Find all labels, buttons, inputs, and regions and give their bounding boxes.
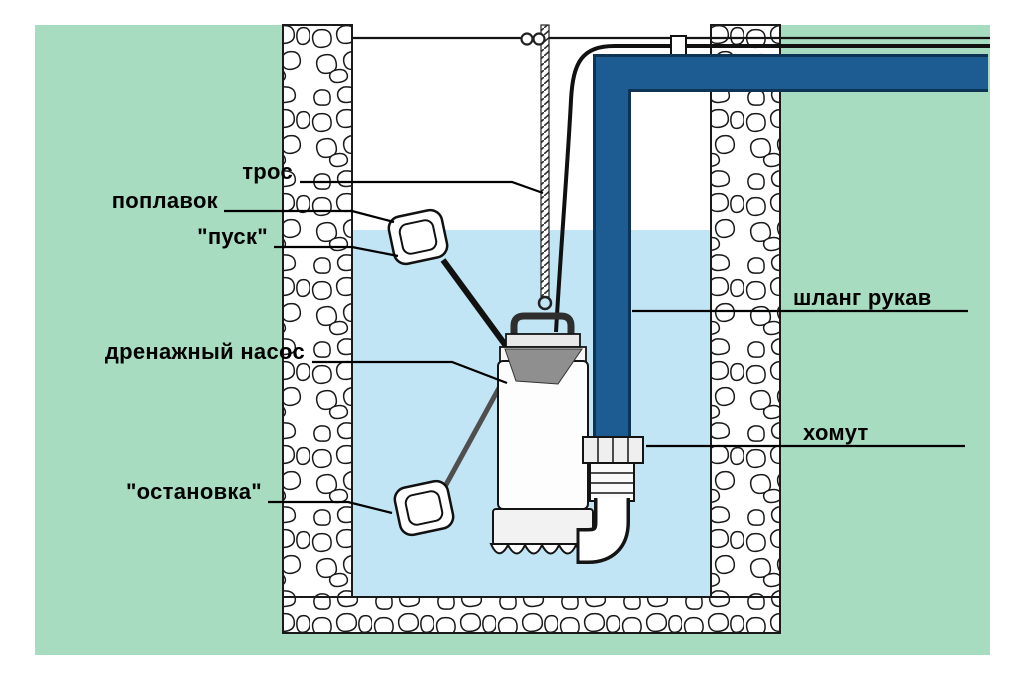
drainage-pump: [489, 312, 595, 555]
rope-ring: [537, 295, 553, 311]
pump-top-shade: [504, 348, 583, 385]
float-start: [387, 208, 449, 266]
cable-connector: [670, 35, 687, 56]
label-rope: трос: [242, 159, 293, 184]
leader-pump: [312, 360, 508, 385]
pump-strainer: [489, 542, 595, 555]
label-start: "пуск": [197, 224, 268, 249]
label-float: поплавок: [111, 188, 218, 213]
rope-hook-icon: [532, 32, 546, 46]
bottom-gravel: [282, 596, 781, 634]
outlet-assembly: [576, 436, 644, 564]
outlet-elbow: [578, 498, 627, 561]
float-stop: [393, 479, 455, 537]
label-stop: "остановка": [125, 479, 262, 504]
leader-stop: [268, 500, 393, 515]
threaded-fitting: [589, 462, 635, 502]
label-pump: дренажный насос: [104, 339, 305, 364]
discharge-hose: [596, 57, 988, 440]
pump-handle: [510, 312, 575, 336]
pump-cap: [505, 333, 581, 348]
leader-float: [224, 209, 395, 224]
label-hose: шланг рукав: [793, 285, 932, 310]
label-clamp: хомут: [803, 420, 869, 445]
left-stone-wall: [282, 24, 353, 598]
rope: [540, 24, 550, 298]
float-cable-start: [440, 258, 512, 352]
leader-start: [274, 245, 399, 258]
power-cable: [554, 44, 990, 333]
leader-rope: [300, 180, 544, 195]
rope-hook-icon: [520, 32, 534, 46]
